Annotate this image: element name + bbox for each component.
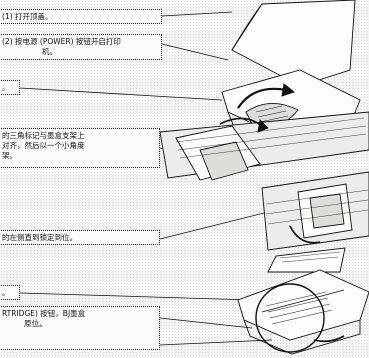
cartridge-insert-illustration (159, 111, 369, 181)
step-4-text-line3: 架。 (2, 151, 17, 160)
step-2-text-line1: (2) 按电源 (POWER) 按钮开启打印 (2, 37, 121, 46)
leader-3 (19, 87, 223, 101)
step-3-callout: 。 (0, 80, 20, 95)
leader-8 (159, 339, 273, 346)
step-2-text-line2: 机。 (42, 47, 57, 56)
cartridge-lock-illustration (261, 171, 369, 251)
step-7-text-line1: RTRIDGE) 按钮，BJ墨盒 (2, 309, 86, 318)
step-5-text: 的左侧直到锁定到位。 (2, 233, 77, 242)
step-7-text-line2: 原位。 (24, 319, 47, 328)
step-7-callout: RTRIDGE) 按钮，BJ墨盒 原位。 (0, 306, 160, 350)
step-4-callout: 的三角标记与墨盒支架上 对齐，然后以一个小角度 架。 (0, 128, 160, 168)
step-6-text: 。 (2, 288, 10, 297)
printer-button-illustration (237, 247, 369, 355)
step-4-text-line2: 对齐，然后以一个小角度 (2, 141, 85, 150)
leader-6 (19, 292, 253, 301)
leader-2 (161, 43, 229, 61)
step-1-text: (1) 打开顶盖。 (2, 12, 53, 21)
leader-7 (159, 317, 253, 329)
step-5-callout: 的左侧直到锁定到位。 (0, 230, 160, 245)
step-1-callout: (1) 打开顶盖。 (0, 9, 162, 24)
step-2-callout: (2) 按电源 (POWER) 按钮开启打印 机。 (0, 34, 162, 60)
step-3-text: 。 (2, 83, 10, 92)
step-6-callout: 。 (0, 285, 20, 300)
step-4-text-line1: 的三角标记与墨盒支架上 (2, 131, 85, 140)
leader-1 (161, 11, 233, 17)
